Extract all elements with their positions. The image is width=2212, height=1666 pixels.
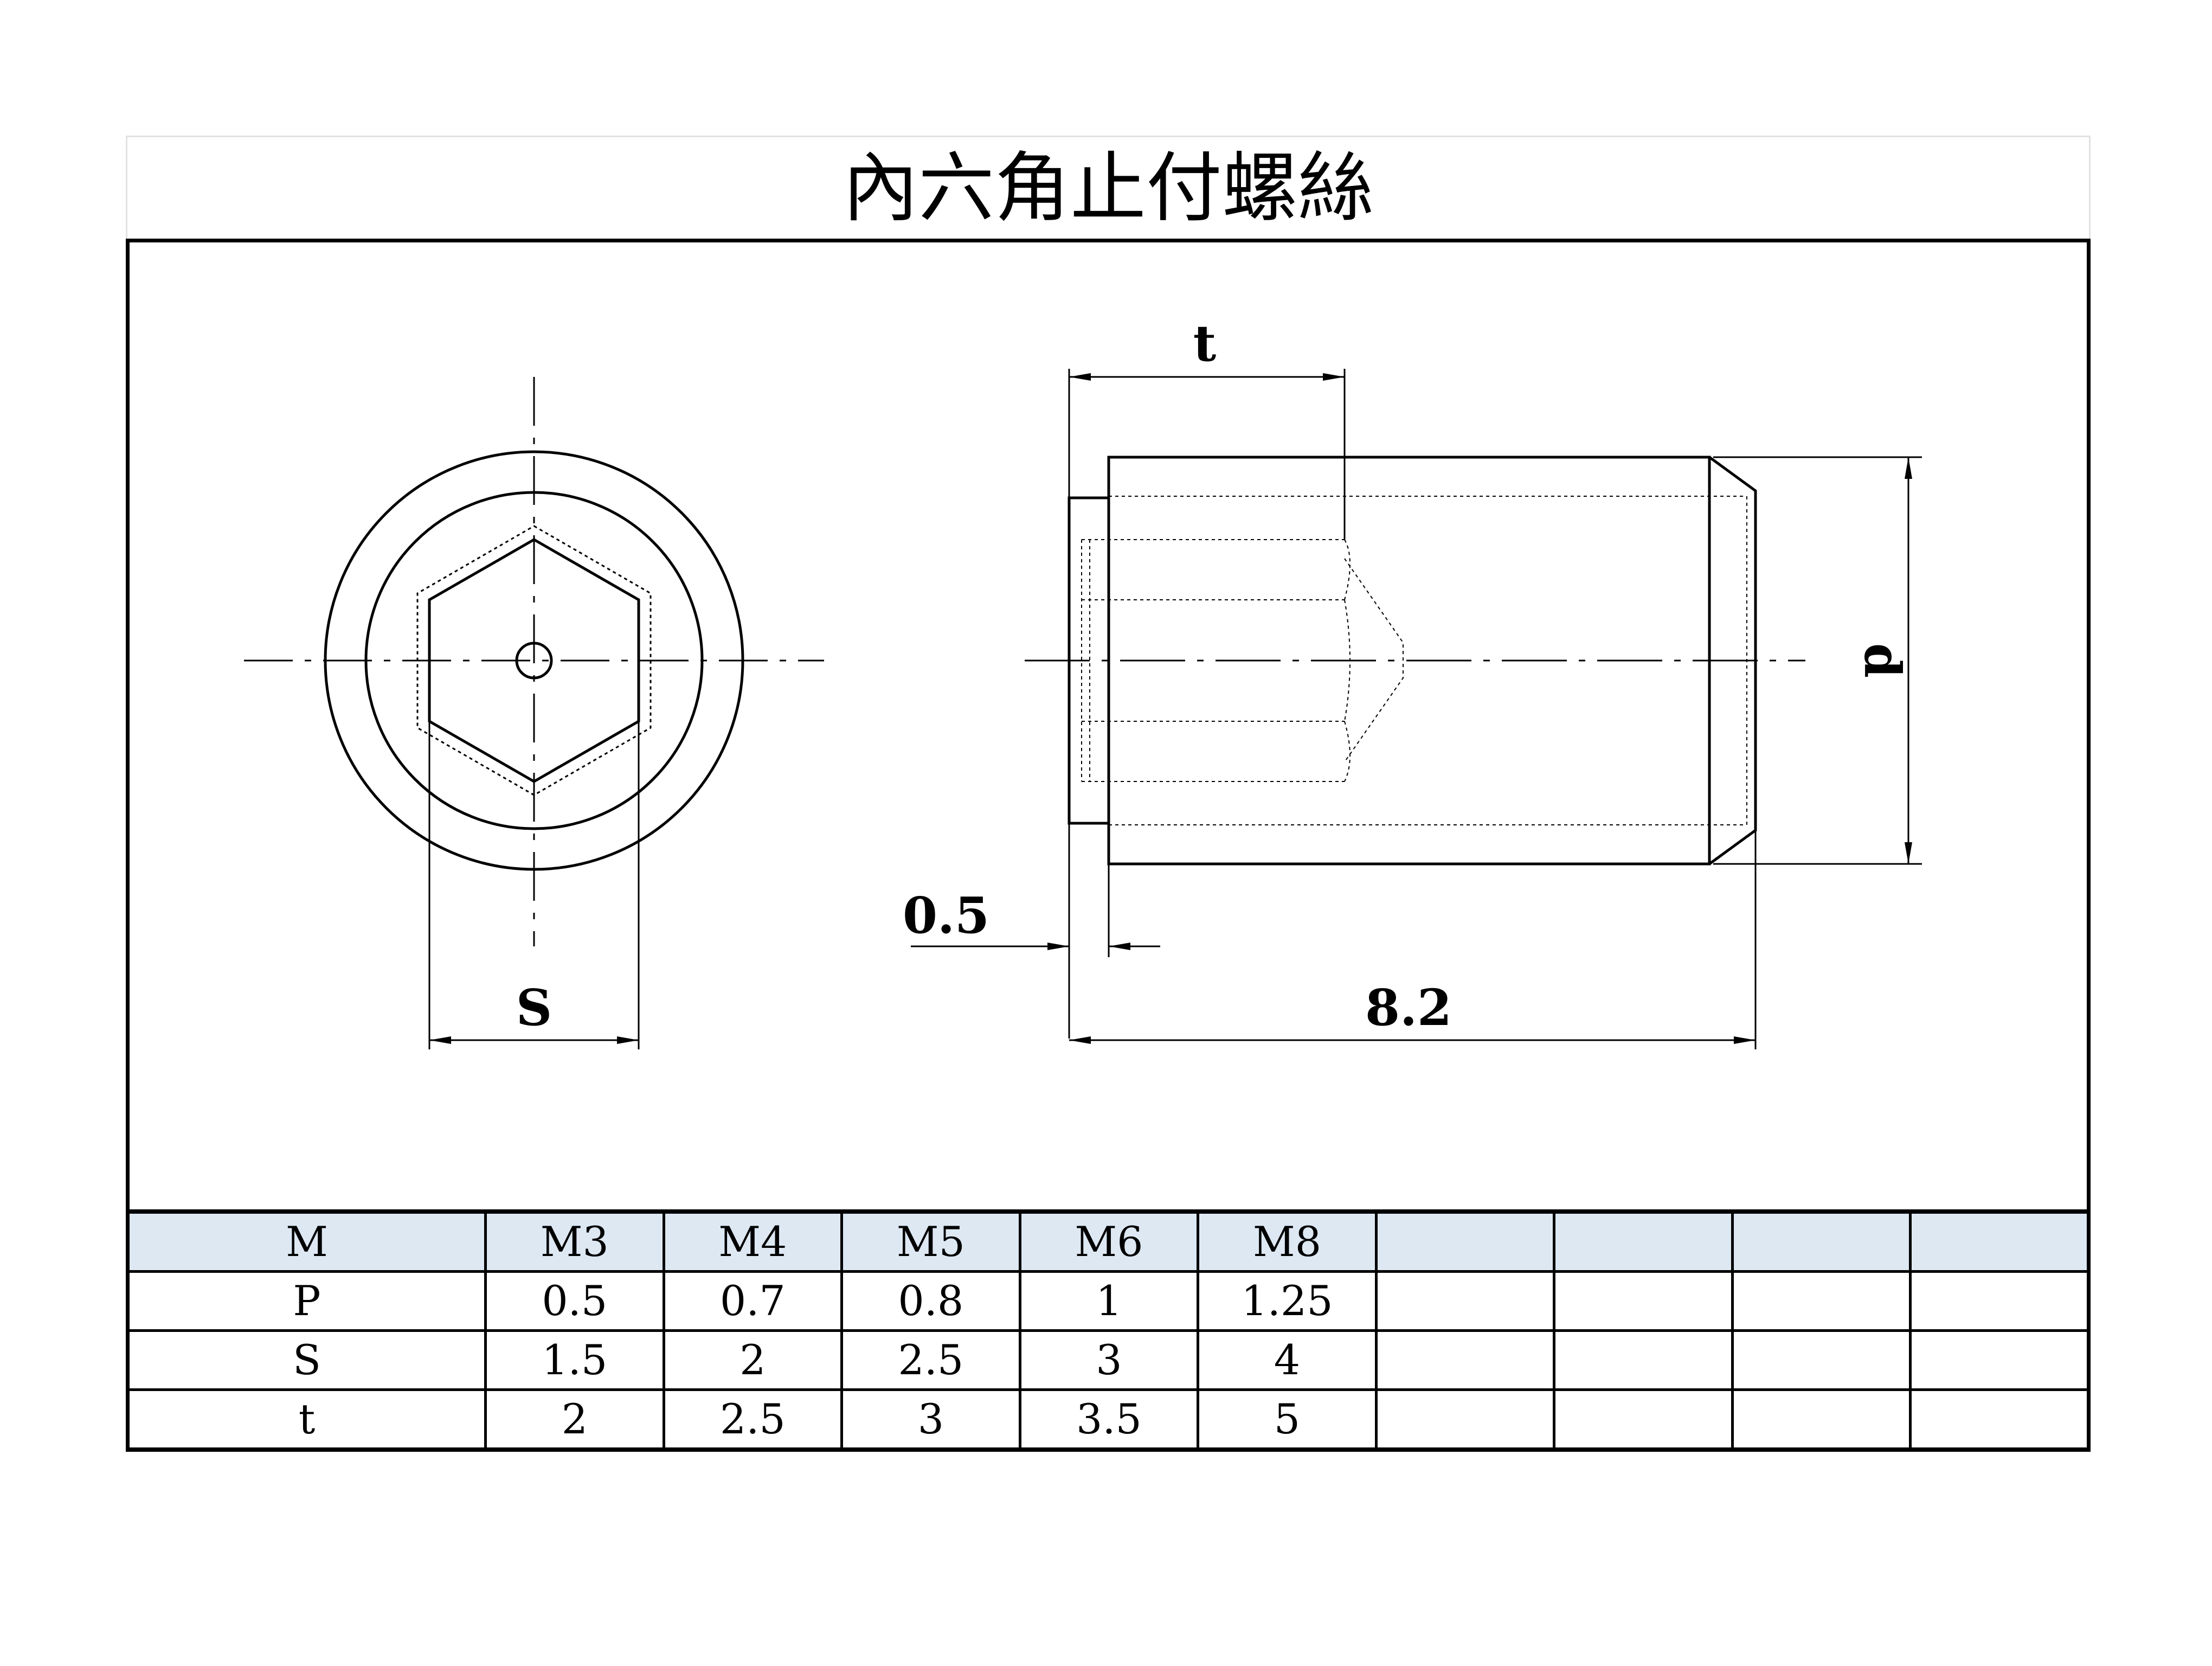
center-hole — [515, 642, 553, 680]
socket-end-step — [1068, 496, 1110, 825]
s-dimension-label: S — [516, 978, 552, 1037]
table-cell — [1553, 1329, 1734, 1391]
table-cell: M8 — [1197, 1209, 1378, 1273]
inner-circle — [364, 491, 704, 830]
row-label: t — [126, 1388, 487, 1452]
table-cell: M3 — [484, 1209, 665, 1273]
row-label: M — [126, 1209, 487, 1273]
table-cell: 3 — [840, 1388, 1021, 1452]
table-cell — [1731, 1329, 1912, 1391]
table-cell — [1553, 1388, 1734, 1452]
table-cell — [1374, 1270, 1556, 1332]
table-cell: 2.5 — [840, 1329, 1021, 1391]
point-chamfer — [1708, 456, 1757, 866]
table-cell: 5 — [1197, 1388, 1378, 1452]
table-cell: 2.5 — [662, 1388, 844, 1452]
table-cell — [1731, 1270, 1912, 1332]
side-view — [911, 369, 1922, 1049]
table-cell: 3.5 — [1018, 1388, 1200, 1452]
table-cell: 0.8 — [840, 1270, 1021, 1332]
t-dimension-label: t — [1193, 314, 1217, 373]
row-label: S — [126, 1329, 487, 1391]
outer-thread-circle — [324, 450, 744, 871]
table-cell — [1909, 1270, 2091, 1332]
length-dimension-label: 8.2 — [1365, 978, 1452, 1037]
end-view — [244, 377, 824, 1049]
table-cell: 1.25 — [1197, 1270, 1378, 1332]
d-dimension-label: d — [1853, 643, 1912, 678]
page-title: 內六角止付螺絲 — [842, 144, 1374, 233]
table-cell: M6 — [1018, 1209, 1200, 1273]
socket-cone-tip-hidden — [1344, 558, 1404, 762]
drawing-frame — [126, 239, 2091, 1209]
step-dimension-label: 0.5 — [903, 886, 989, 945]
table-cell — [1553, 1209, 1734, 1273]
table-cell: 4 — [1197, 1329, 1378, 1391]
table-cell — [1374, 1209, 1556, 1273]
table-cell: M5 — [840, 1209, 1021, 1273]
title-box: 內六角止付螺絲 — [126, 136, 2091, 239]
table-cell — [1731, 1388, 1912, 1452]
table-cell — [1909, 1329, 2091, 1391]
table-cell — [1909, 1388, 2091, 1452]
table-cell — [1553, 1270, 1734, 1332]
table-cell — [1731, 1209, 1912, 1273]
hex-socket-outer — [416, 525, 652, 796]
table-cell: 1 — [1018, 1270, 1200, 1332]
table-cell: 0.7 — [662, 1270, 844, 1332]
hex-socket — [428, 538, 640, 783]
table-cell — [1909, 1209, 2091, 1273]
table-cell: 2 — [662, 1329, 844, 1391]
socket-cone-hidden — [1344, 539, 1351, 782]
table-cell: 1.5 — [484, 1329, 665, 1391]
table-cell — [1374, 1388, 1556, 1452]
table-cell: 2 — [484, 1388, 665, 1452]
row-label: P — [126, 1270, 487, 1332]
table-cell: 0.5 — [484, 1270, 665, 1332]
table-cell: 3 — [1018, 1329, 1200, 1391]
table-cell: M4 — [662, 1209, 844, 1273]
table-cell — [1374, 1329, 1556, 1391]
